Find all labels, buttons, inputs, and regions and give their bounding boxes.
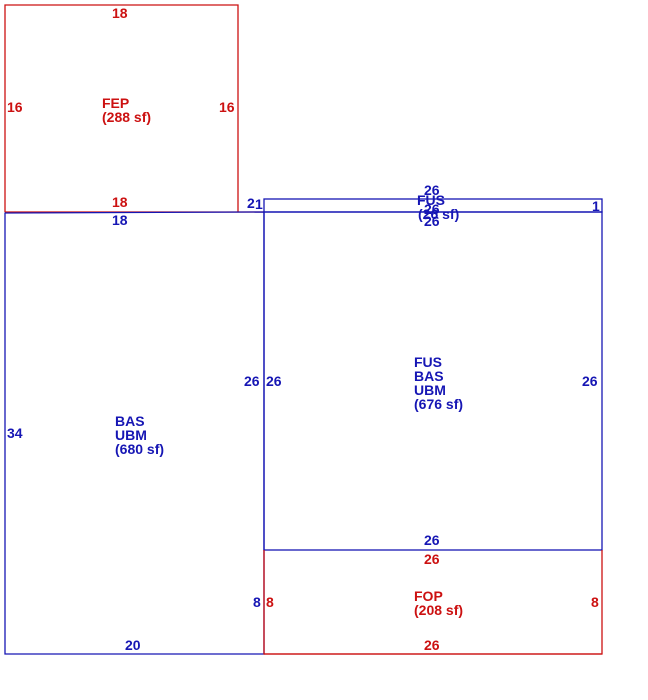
fop-dim-bottom: 26	[424, 637, 440, 653]
fop-area: (208 sf)	[414, 602, 463, 618]
bas-left-label-2: UBM	[115, 427, 147, 443]
fus-main-label-2: BAS	[414, 368, 444, 384]
bas-left-dim-right-upper: 26	[244, 373, 260, 389]
bas-left-label-1: BAS	[115, 413, 145, 429]
fop-dim-top: 26	[424, 551, 440, 567]
fus-main-area: (676 sf)	[414, 396, 463, 412]
bas-left-dim-left: 34	[7, 425, 23, 441]
fep-dim-left: 16	[7, 99, 23, 115]
fop-dim-right: 8	[591, 594, 599, 610]
fus-main-dim-right: 26	[582, 373, 598, 389]
fus-strip-label: FUS	[417, 192, 445, 208]
fus-main-dim-bottom: 26	[424, 532, 440, 548]
bas-left-dim-bottom: 20	[125, 637, 141, 653]
fus-main-label-3: UBM	[414, 382, 446, 398]
fus-strip-dim-right: 1	[592, 198, 600, 214]
bas-left-area: (680 sf)	[115, 441, 164, 457]
fus-strip-dim-left: 1	[255, 196, 263, 212]
fus-strip-dim-bottom: 26	[424, 213, 440, 229]
fus-main-dim-left: 26	[266, 373, 282, 389]
fus-main-outline	[263, 211, 603, 551]
fus-main-label-1: FUS	[414, 354, 442, 370]
bas-left-dim-right-lower: 8	[253, 594, 261, 610]
bas-left-dim-step: 2	[247, 195, 255, 211]
fep-dim-top: 18	[112, 5, 128, 21]
fus-strip-area: (26 sf)	[418, 206, 459, 222]
fus-strip-dim-top: 26	[424, 182, 440, 198]
fep-dim-bottom: 18	[112, 194, 128, 210]
fop-dim-left: 8	[266, 594, 274, 610]
fop-label: FOP	[414, 588, 443, 604]
fus-strip-dim-center: 26	[424, 201, 440, 217]
fep-label: FEP	[102, 95, 129, 111]
fep-dim-right: 16	[219, 99, 235, 115]
fep-outline	[4, 4, 239, 212]
fep-area: (288 sf)	[102, 109, 151, 125]
bas-left-dim-top: 18	[112, 212, 128, 228]
